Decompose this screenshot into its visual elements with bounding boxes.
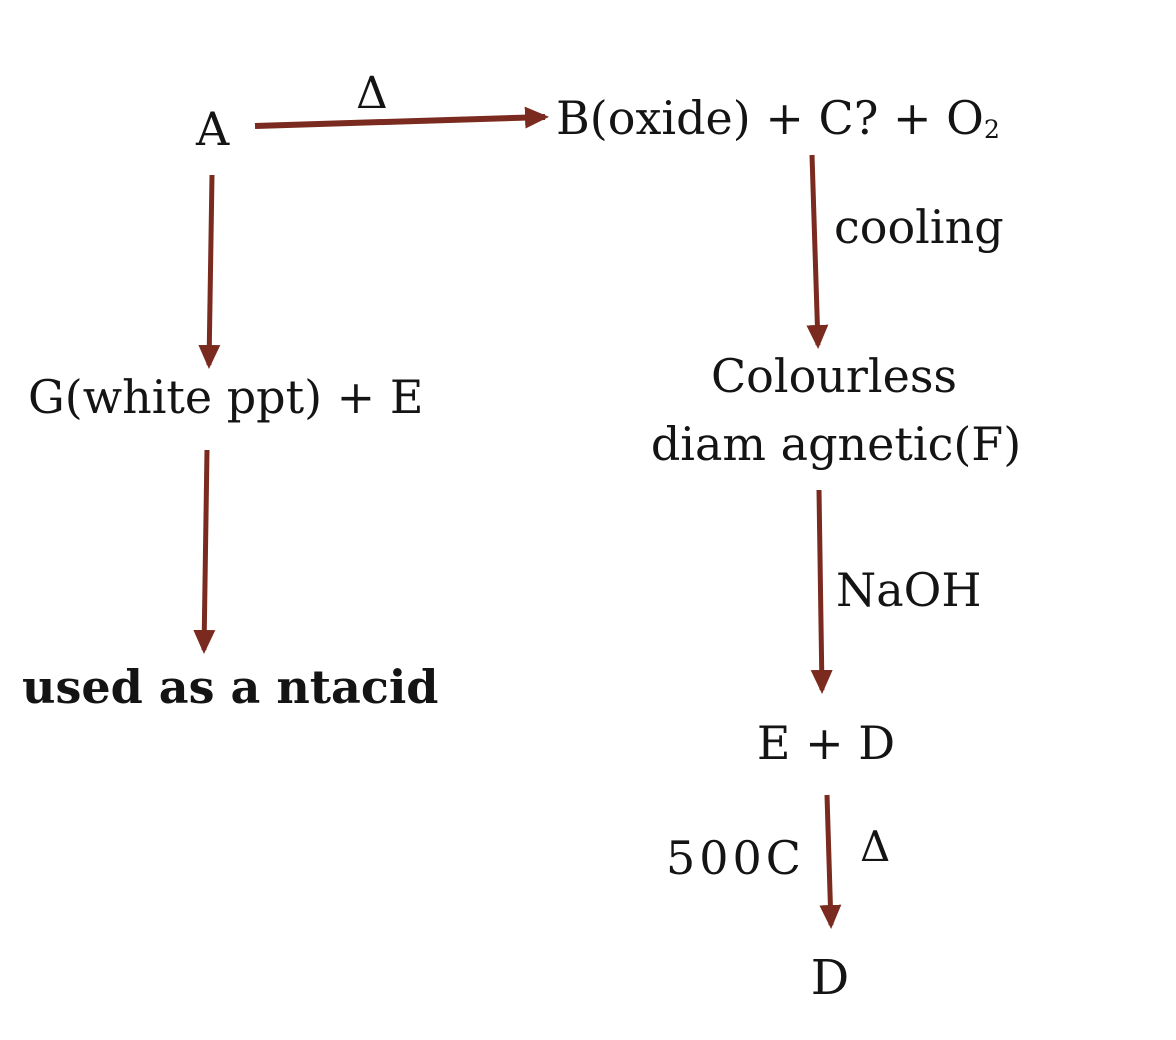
edge-label-delta-2: Δ — [860, 822, 891, 871]
node-f-line2: diam agnetic(F) — [650, 417, 1022, 471]
node-b-products-subscript: 2 — [983, 114, 1000, 144]
edge-label-a-to-b: Δ — [356, 68, 388, 119]
arrow-g-to-antacid — [193, 449, 216, 654]
node-a: A — [196, 102, 230, 156]
node-f-line1: Colourless — [710, 349, 958, 403]
node-g-plus-e: G(white ppt) + E — [28, 370, 424, 424]
edge-label-500c: 500C — [666, 831, 805, 885]
arrow-ed-to-d — [819, 794, 842, 929]
edge-label-naoh: NaOH — [836, 563, 982, 617]
node-d: D — [810, 950, 850, 1006]
edge-label-cooling: cooling — [834, 200, 1004, 254]
arrow-a-to-b — [254, 106, 549, 129]
node-b-products: B(oxide) + C? + O2 — [556, 95, 1000, 142]
arrow-b-to-f — [806, 154, 829, 349]
node-b-products-text: B(oxide) + C? + O — [556, 91, 984, 145]
node-e-plus-d: E + D — [756, 716, 896, 770]
arrow-f-to-ed — [810, 489, 833, 694]
node-antacid: used as a ntacid — [22, 660, 439, 714]
arrow-a-to-g — [198, 174, 221, 369]
